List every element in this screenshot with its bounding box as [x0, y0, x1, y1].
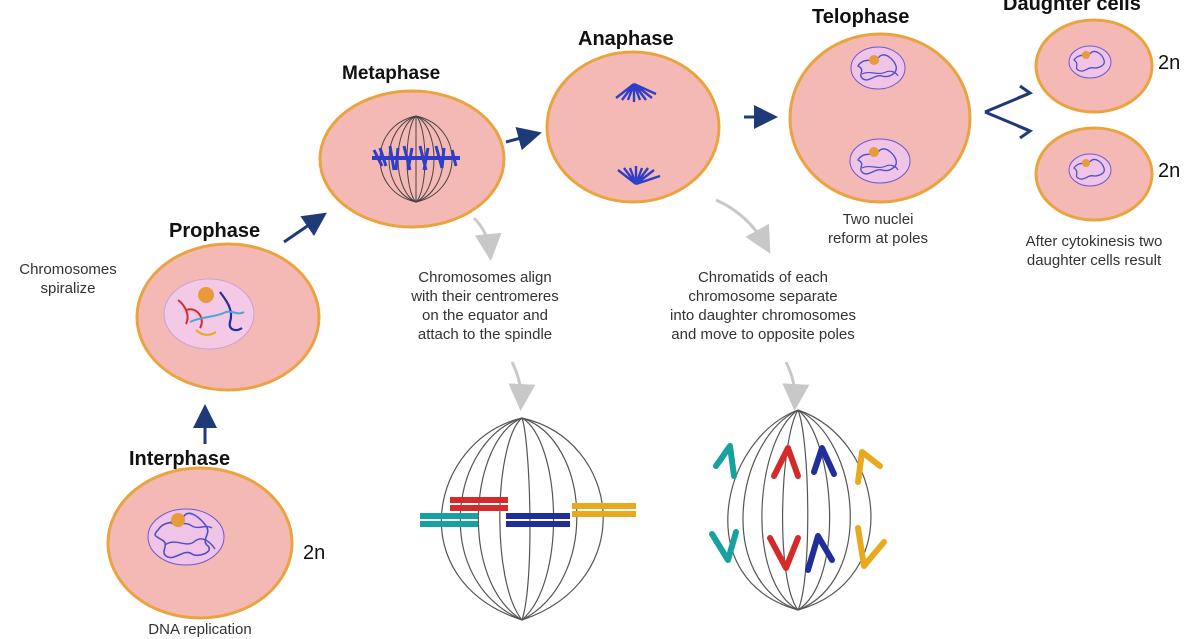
anaphase-callout-arrow-bottom [782, 361, 810, 411]
ploidy-daughter-top: 2n [1158, 52, 1181, 74]
anaphase-chromosomes-bottom [617, 166, 661, 186]
arrow-metaphase-to-anaphase [505, 127, 542, 151]
label-metaphase: Metaphase [342, 63, 441, 84]
label-anaphase: Anaphase [578, 28, 674, 50]
label-daughter-cells: Daughter cells [1003, 0, 1141, 15]
telophase-cell [788, 32, 972, 204]
chromatid-gold-top [855, 449, 883, 485]
desc-telophase: Two nuclei reform at poles [827, 211, 929, 247]
label-interphase: Interphase [129, 448, 231, 470]
chromatid-teal-bottom [709, 529, 739, 563]
desc-prophase: Chromosomes spiralize [19, 261, 117, 297]
label-telophase: Telophase [812, 6, 910, 28]
anaphase-callout-arrow-top [715, 198, 771, 254]
callout-arrows [472, 198, 810, 411]
chromatid-gold-bottom [855, 525, 887, 569]
anaphase-detail-chromatids [709, 443, 887, 573]
telophase-nucleus-top [850, 46, 906, 90]
prophase-nucleus [163, 278, 255, 350]
metaphase-callout-arrow-top [472, 216, 502, 261]
flow-arrows [193, 105, 778, 444]
anaphase-detail-spindle [727, 409, 872, 611]
anaphase-chromosomes-top [615, 82, 657, 102]
chromosome-navy [506, 513, 570, 527]
desc-daughter-cells: After cytokinesis two daughter cells res… [1025, 233, 1163, 269]
anaphase-cell [545, 50, 721, 204]
chromatid-red-top [771, 445, 801, 479]
interphase-cell [106, 466, 294, 620]
split-arrow [984, 84, 1034, 140]
interphase-nucleus [147, 508, 225, 566]
metaphase-callout-arrow-bottom [508, 361, 536, 411]
chromosome-gold [572, 503, 636, 517]
metaphase-chromosomes [372, 145, 460, 171]
desc-interphase: DNA replication [148, 621, 252, 638]
metaphase-detail [420, 417, 636, 621]
ploidy-daughter-bottom: 2n [1158, 160, 1181, 182]
daughter-cell-bottom [1034, 126, 1154, 222]
metaphase-cell [318, 89, 506, 229]
chromatid-navy-bottom [805, 533, 835, 573]
anaphase-detail [709, 409, 887, 611]
chromosome-red [450, 497, 508, 511]
desc-anaphase: Chromatids of each chromosome separate i… [670, 269, 856, 343]
prophase-cell [135, 242, 321, 392]
chromatid-teal-top [713, 443, 737, 479]
desc-metaphase: Chromosomes align with their centromeres… [411, 269, 559, 343]
label-prophase: Prophase [169, 220, 261, 242]
chromatid-navy-top [811, 445, 837, 477]
chromosome-teal [420, 513, 478, 527]
chromatid-red-bottom [767, 535, 801, 571]
daughter-cell-top [1034, 18, 1154, 114]
telophase-nucleus-bottom [849, 138, 911, 184]
ploidy-interphase: 2n [303, 542, 326, 564]
metaphase-detail-chromosomes [420, 497, 636, 527]
arrow-prophase-to-metaphase [283, 212, 327, 244]
